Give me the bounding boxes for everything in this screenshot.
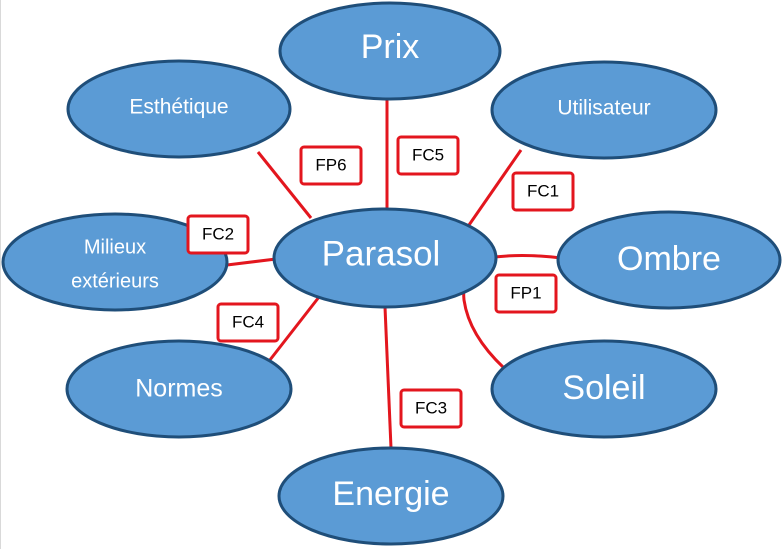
tag-fc2-label: FC2 — [202, 224, 234, 243]
node-energie-label: Energie — [332, 475, 449, 513]
tag-fc4: FC4 — [216, 302, 280, 343]
tag-fp1: FP1 — [494, 273, 558, 314]
tag-fc1-label: FC1 — [527, 181, 559, 200]
tag-fc1: FC1 — [511, 171, 575, 212]
node-normes: Normes — [65, 339, 293, 439]
node-utilisateur: Utilisateur — [490, 60, 718, 160]
node-milieux-exterieurs: Milieux extérieurs — [1, 212, 229, 312]
tag-fc3: FC3 — [399, 388, 463, 429]
node-parasol-label: Parasol — [322, 234, 441, 273]
node-normes-label: Normes — [135, 375, 223, 403]
node-utilisateur-label: Utilisateur — [557, 97, 650, 120]
node-ombre: Ombre — [556, 210, 782, 310]
tag-fc2: FC2 — [186, 214, 250, 255]
link-milieux — [226, 257, 277, 267]
tag-fp1-label: FP1 — [510, 283, 541, 302]
link-normes — [264, 296, 321, 366]
node-soleil-label: Soleil — [562, 369, 645, 407]
tag-fc5: FC5 — [396, 135, 460, 176]
node-ombre-label: Ombre — [617, 240, 721, 278]
node-soleil: Soleil — [490, 339, 718, 439]
link-esthetique — [256, 151, 313, 219]
node-energie: Energie — [277, 446, 505, 546]
node-esthetique-label: Esthétique — [129, 96, 228, 119]
link-energie — [383, 306, 393, 449]
tag-fp6: FP6 — [299, 145, 363, 186]
tag-fp6-label: FP6 — [315, 155, 346, 174]
node-prix: Prix — [278, 1, 502, 101]
tag-fc4-label: FC4 — [232, 312, 264, 331]
tag-fc5-label: FC5 — [412, 145, 444, 164]
node-parasol: Parasol — [272, 207, 498, 309]
node-esthetique: Esthétique — [66, 59, 292, 159]
node-milieux-label-line1: Milieux — [84, 236, 146, 258]
tag-fc3-label: FC3 — [415, 398, 447, 417]
node-milieux-label-line2: extérieurs — [71, 270, 159, 292]
link-utilisateur — [467, 149, 523, 226]
node-prix-label: Prix — [361, 28, 420, 66]
